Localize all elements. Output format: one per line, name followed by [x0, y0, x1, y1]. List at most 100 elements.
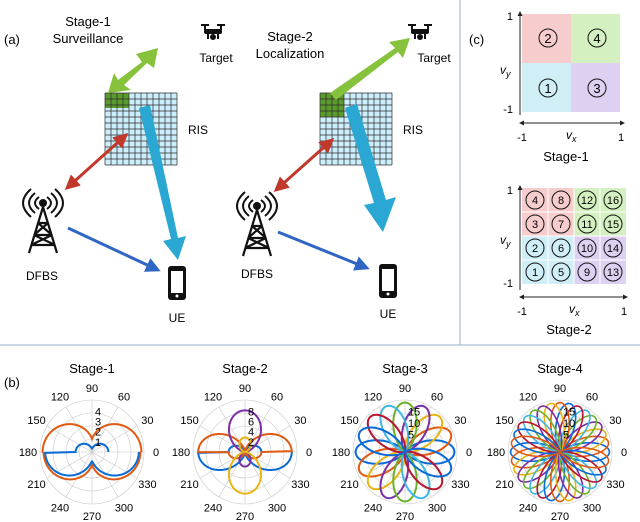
grid-cell: 10	[577, 238, 597, 258]
angle-tick: 270	[396, 511, 414, 522]
angle-tick: 300	[268, 502, 286, 514]
bs-ue-link-2	[277, 230, 370, 271]
svg-text:9: 9	[584, 267, 590, 279]
quadrant-cell: 3	[587, 78, 607, 98]
radial-tick: 2	[248, 437, 254, 449]
quadrant-cell: 4	[587, 28, 607, 48]
angle-tick: 30	[454, 415, 466, 427]
angle-tick: 300	[583, 502, 601, 514]
svg-text:vy: vy	[500, 233, 511, 249]
stage2-target-label: Target	[417, 51, 451, 65]
angle-tick: 330	[138, 479, 156, 491]
stage1-scene: Stage-1 Surveillance Target RIS	[22, 14, 233, 325]
panel-a-label: (a)	[4, 32, 20, 47]
radial-tick: 4	[248, 427, 254, 439]
localization-beam-arrow	[330, 38, 410, 100]
drone-icon	[201, 24, 225, 40]
angle-tick: 0	[153, 447, 159, 459]
grid-cell: 2	[525, 238, 545, 258]
angle-tick: 240	[204, 502, 222, 514]
stage1-subtitle: Surveillance	[53, 31, 124, 46]
svg-text:10: 10	[581, 243, 593, 255]
stage1-bs-label: DFBS	[26, 269, 58, 283]
radial-tick: 4	[95, 406, 101, 418]
angle-tick: 210	[27, 479, 45, 491]
svg-text:-1: -1	[503, 278, 513, 290]
phone-icon	[168, 266, 186, 300]
radial-tick: 10	[563, 418, 575, 430]
angle-tick: 150	[495, 415, 513, 427]
grid-cell: 3	[525, 214, 545, 234]
grid-cell: 6	[551, 238, 571, 258]
tower-icon	[236, 191, 278, 257]
svg-text:-1: -1	[517, 306, 527, 318]
svg-text:1: 1	[507, 185, 513, 197]
svg-text:2: 2	[532, 243, 538, 255]
angle-tick: 330	[451, 479, 469, 491]
grid-cell: 9	[577, 262, 597, 282]
angle-tick: 210	[340, 479, 358, 491]
angle-tick: 120	[364, 392, 382, 404]
grid-cell: 16	[603, 190, 623, 210]
angle-tick: 210	[495, 479, 513, 491]
stage2-scene: Stage-2 Localization Target RIS	[236, 24, 451, 321]
radial-tick: 10	[408, 418, 420, 430]
stage1-ris-label: RIS	[188, 123, 208, 137]
angle-tick: 0	[466, 447, 472, 459]
stage2-title: Stage-2	[267, 29, 313, 44]
angle-tick: 60	[271, 392, 283, 404]
stage1-title: Stage-1	[65, 14, 111, 29]
stage1-map-title: Stage-1	[543, 149, 589, 164]
polar-title-3: Stage-3	[382, 361, 428, 376]
grid-cell: 13	[603, 262, 623, 282]
quadrant-cell: 1	[538, 78, 558, 98]
angle-tick: 90	[86, 383, 98, 395]
svg-text:5: 5	[558, 267, 564, 279]
angle-tick: 300	[115, 502, 133, 514]
drone-icon	[408, 24, 432, 40]
quadrant-map-stage1: 2 4 1 3 1 -1 -1 1 vy vx Stage-1	[500, 11, 625, 164]
svg-text:1: 1	[621, 306, 627, 318]
bs-ue-link-1	[67, 226, 161, 272]
angle-tick: 30	[609, 415, 621, 427]
svg-text:vx: vx	[569, 302, 580, 318]
angle-tick: 270	[551, 511, 569, 522]
angle-tick: 180	[332, 447, 350, 459]
svg-text:14: 14	[607, 243, 619, 255]
angle-tick: 180	[19, 447, 37, 459]
panel-b: (b) Stage-1 Stage-2 Stage-3 Stage-4 4321…	[4, 361, 627, 522]
angle-tick: 150	[27, 415, 45, 427]
radial-tick: 6	[248, 417, 254, 429]
stage2-subtitle: Localization	[256, 46, 325, 61]
angle-tick: 240	[51, 502, 69, 514]
polar-title-1: Stage-1	[69, 361, 115, 376]
panel-c: (c) 2 4 1 3 1	[469, 11, 628, 337]
svg-text:4: 4	[532, 195, 538, 207]
tower-icon	[22, 188, 64, 254]
radial-tick: 8	[248, 406, 254, 418]
bs-ris-link-1	[64, 132, 129, 191]
svg-text:-1: -1	[517, 132, 527, 144]
svg-text:3: 3	[532, 219, 538, 231]
bs-ris-link-2	[273, 138, 335, 192]
radial-tick: 3	[95, 417, 101, 429]
radial-tick: 15	[408, 406, 420, 418]
ris-panel	[104, 92, 178, 166]
angle-tick: 90	[554, 383, 566, 395]
grid-cell: 11	[577, 214, 597, 234]
stage2-ue-label: UE	[380, 307, 397, 321]
angle-tick: 120	[51, 392, 69, 404]
stage1-target-label: Target	[199, 51, 233, 65]
svg-text:13: 13	[607, 267, 619, 279]
svg-text:1: 1	[532, 267, 538, 279]
grid-cell: 12	[577, 190, 597, 210]
svg-text:vx: vx	[566, 128, 577, 144]
grid-cell: 14	[603, 238, 623, 258]
svg-text:1: 1	[507, 11, 513, 23]
stage2-ris-label: RIS	[403, 123, 423, 137]
